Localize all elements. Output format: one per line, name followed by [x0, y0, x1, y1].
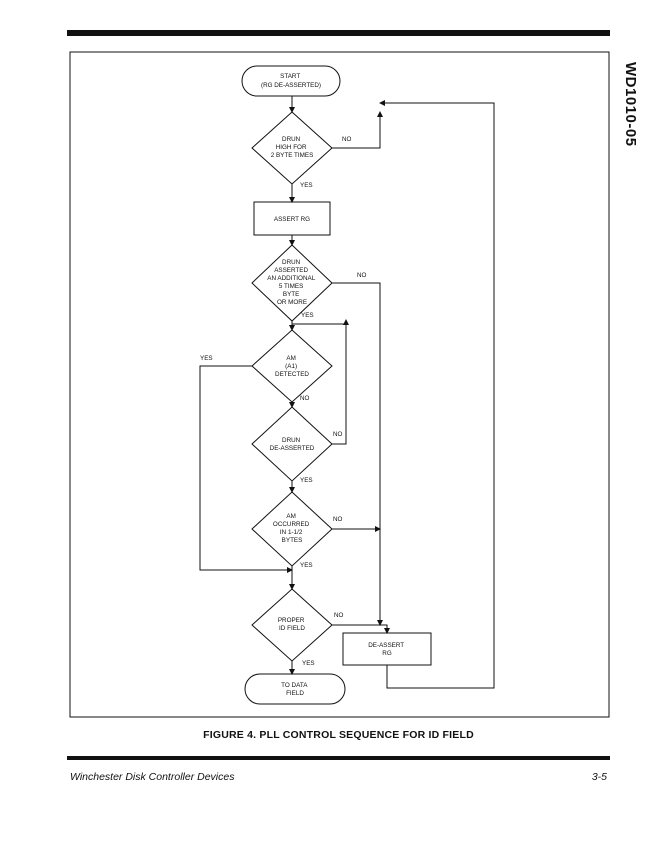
label-yes-d4: YES	[300, 477, 313, 484]
label-yes-d1: YES	[300, 182, 313, 189]
start-line-1: START	[280, 73, 300, 80]
d4-line-1: DRUN	[282, 437, 301, 444]
label-no-d1: NO	[342, 136, 352, 143]
end-line-1: TO DATA	[281, 682, 308, 689]
footer-title: Winchester Disk Controller Devices	[70, 771, 235, 783]
arrow-deassert-return	[379, 100, 495, 689]
d3-line-2: (A1)	[285, 363, 297, 370]
arrow-d3-yes	[199, 365, 293, 573]
d6-text: PROPER ID FIELD	[278, 617, 306, 632]
end-text: TO DATA FIELD	[281, 682, 309, 697]
label-no-d2: NO	[357, 272, 367, 279]
d2-line-1: DRUN	[282, 259, 301, 266]
decision-drun-deasserted	[251, 406, 333, 482]
deassert-line-1: DE-ASSERT	[368, 642, 404, 649]
assert-line: ASSERT RG	[274, 216, 310, 223]
d5-line-2: OCCURRED	[273, 521, 310, 528]
d3-line-3: DETECTED	[275, 371, 309, 378]
deassert-rg-box	[342, 632, 432, 666]
arrow-d2-no	[332, 282, 383, 626]
label-no-d3: NO	[300, 395, 310, 402]
d1-line-3: 2 BYTE TIMES	[271, 152, 314, 159]
d2-line-4: 5 TIMES	[279, 283, 303, 290]
start-text: START (RG DE-ASSERTED)	[261, 73, 321, 89]
start-line-2: (RG DE-ASSERTED)	[261, 82, 321, 89]
deassert-text: DE-ASSERT RG	[368, 642, 406, 657]
label-no-d6: NO	[334, 612, 344, 619]
end-line-2: FIELD	[286, 690, 304, 697]
d1-line-1: DRUN	[282, 136, 301, 143]
page-number: 3-5	[591, 771, 607, 783]
label-yes-d6: YES	[302, 660, 315, 667]
start-terminal	[241, 65, 341, 97]
deassert-line-2: RG	[382, 650, 392, 657]
d5-line-1: AM	[286, 513, 295, 520]
d4-text: DRUN DE-ASSERTED	[270, 437, 315, 452]
side-label: WD1010-05	[622, 62, 639, 147]
d1-text: DRUN HIGH FOR 2 BYTE TIMES	[271, 136, 314, 159]
d3-line-1: AM	[286, 355, 295, 362]
figure-frame	[69, 51, 610, 718]
top-rule	[67, 30, 610, 36]
assert-text: ASSERT RG	[274, 216, 310, 223]
label-yes-d3: YES	[200, 355, 213, 362]
d5-line-3: IN 1-1/2	[280, 529, 303, 536]
arrow-d4-no-loop	[332, 319, 349, 445]
d4-line-2: DE-ASSERTED	[270, 445, 315, 452]
d6-line-1: PROPER	[278, 617, 305, 624]
figure-caption: FIGURE 4. PLL CONTROL SEQUENCE FOR ID FI…	[203, 729, 474, 741]
d5-line-4: BYTES	[282, 537, 303, 544]
arrow-d6-no	[332, 624, 390, 634]
arrow-d1-no-loop	[332, 111, 383, 149]
label-no-d4: NO	[333, 431, 343, 438]
label-yes-d2: YES	[301, 312, 314, 319]
label-no-d5: NO	[333, 516, 343, 523]
bottom-rule	[67, 756, 610, 760]
d2-line-2: ASSERTED	[274, 267, 308, 274]
d2-text: DRUN ASSERTED AN ADDITIONAL 5 TIMES BYTE…	[267, 259, 316, 306]
d1-line-2: HIGH FOR	[276, 144, 307, 151]
d2-line-5: BYTE	[283, 291, 299, 298]
d6-line-2: ID FIELD	[279, 625, 305, 632]
d2-line-3: AN ADDITIONAL	[267, 275, 315, 282]
d5-text: AM OCCURRED IN 1-1/2 BYTES	[273, 513, 311, 544]
label-yes-d5: YES	[300, 562, 313, 569]
d2-line-6: OR MORE	[277, 299, 307, 306]
d3-text: AM (A1) DETECTED	[275, 355, 309, 378]
end-terminal	[244, 673, 346, 705]
